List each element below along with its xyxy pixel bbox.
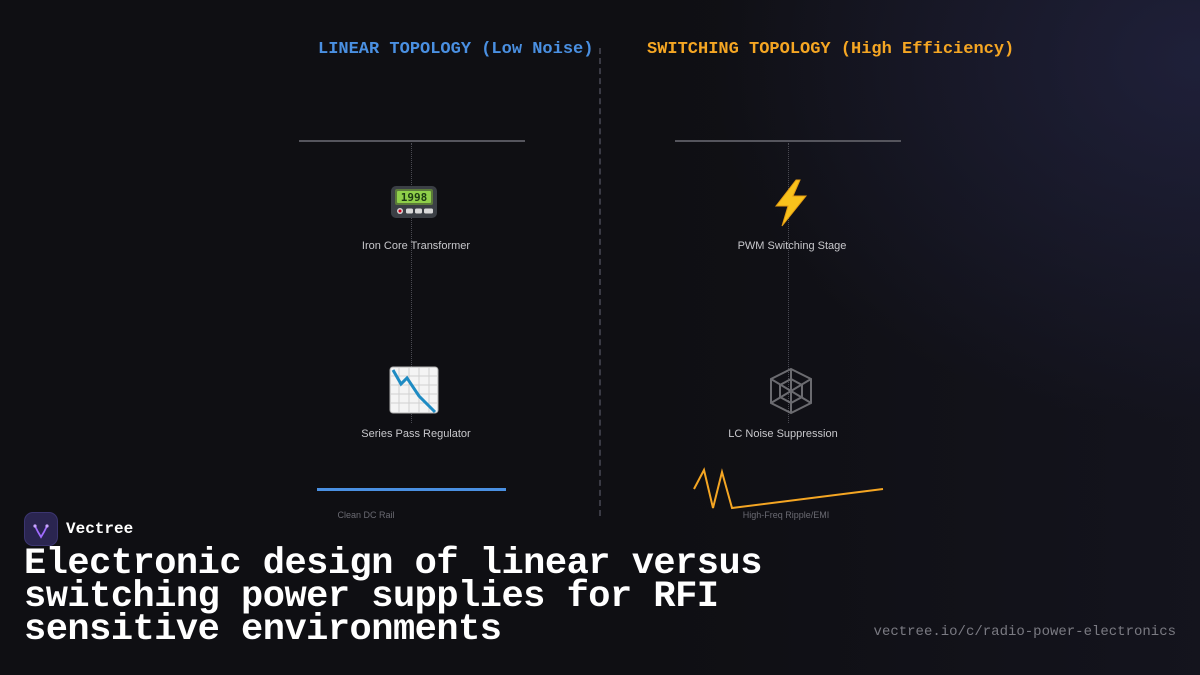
switching-topology-heading: SWITCHING TOPOLOGY (High Efficiency): [647, 40, 1015, 59]
chart-decreasing-icon: [389, 366, 441, 421]
ripple-emi-caption: High-Freq Ripple/EMI: [742, 510, 830, 520]
stage-label-series-pass-regulator: Series Pass Regulator: [361, 428, 471, 440]
center-divider: [599, 48, 601, 516]
clean-dc-rail-trace: [317, 488, 506, 491]
vectree-logo-icon: [24, 512, 58, 546]
switching-input-busbar: [675, 140, 901, 142]
stage-label-lc-noise-suppression: LC Noise Suppression: [728, 428, 838, 440]
pager-display-digits: 1998: [401, 191, 428, 204]
linear-input-busbar: [299, 140, 525, 142]
ripple-emi-trace: [690, 466, 886, 517]
source-url[interactable]: vectree.io/c/radio-power-electronics: [873, 624, 1176, 640]
spider-web-icon: [766, 366, 816, 421]
linear-topology-heading: LINEAR TOPOLOGY (Low Noise): [318, 40, 594, 59]
lightning-icon: [768, 178, 814, 233]
brand-name: Vectree: [66, 520, 134, 538]
linear-signal-wire: [411, 143, 412, 423]
brand: Vectree: [24, 512, 133, 546]
switching-signal-wire: [788, 143, 789, 423]
pager-icon: 1998: [389, 182, 439, 227]
stage-label-pwm-switching-stage: PWM Switching Stage: [737, 240, 847, 252]
page-title: Electronic design of linear versus switc…: [24, 543, 762, 651]
clean-dc-rail-caption: Clean DC Rail: [337, 510, 395, 520]
stage-label-iron-core-transformer: Iron Core Transformer: [361, 240, 471, 252]
